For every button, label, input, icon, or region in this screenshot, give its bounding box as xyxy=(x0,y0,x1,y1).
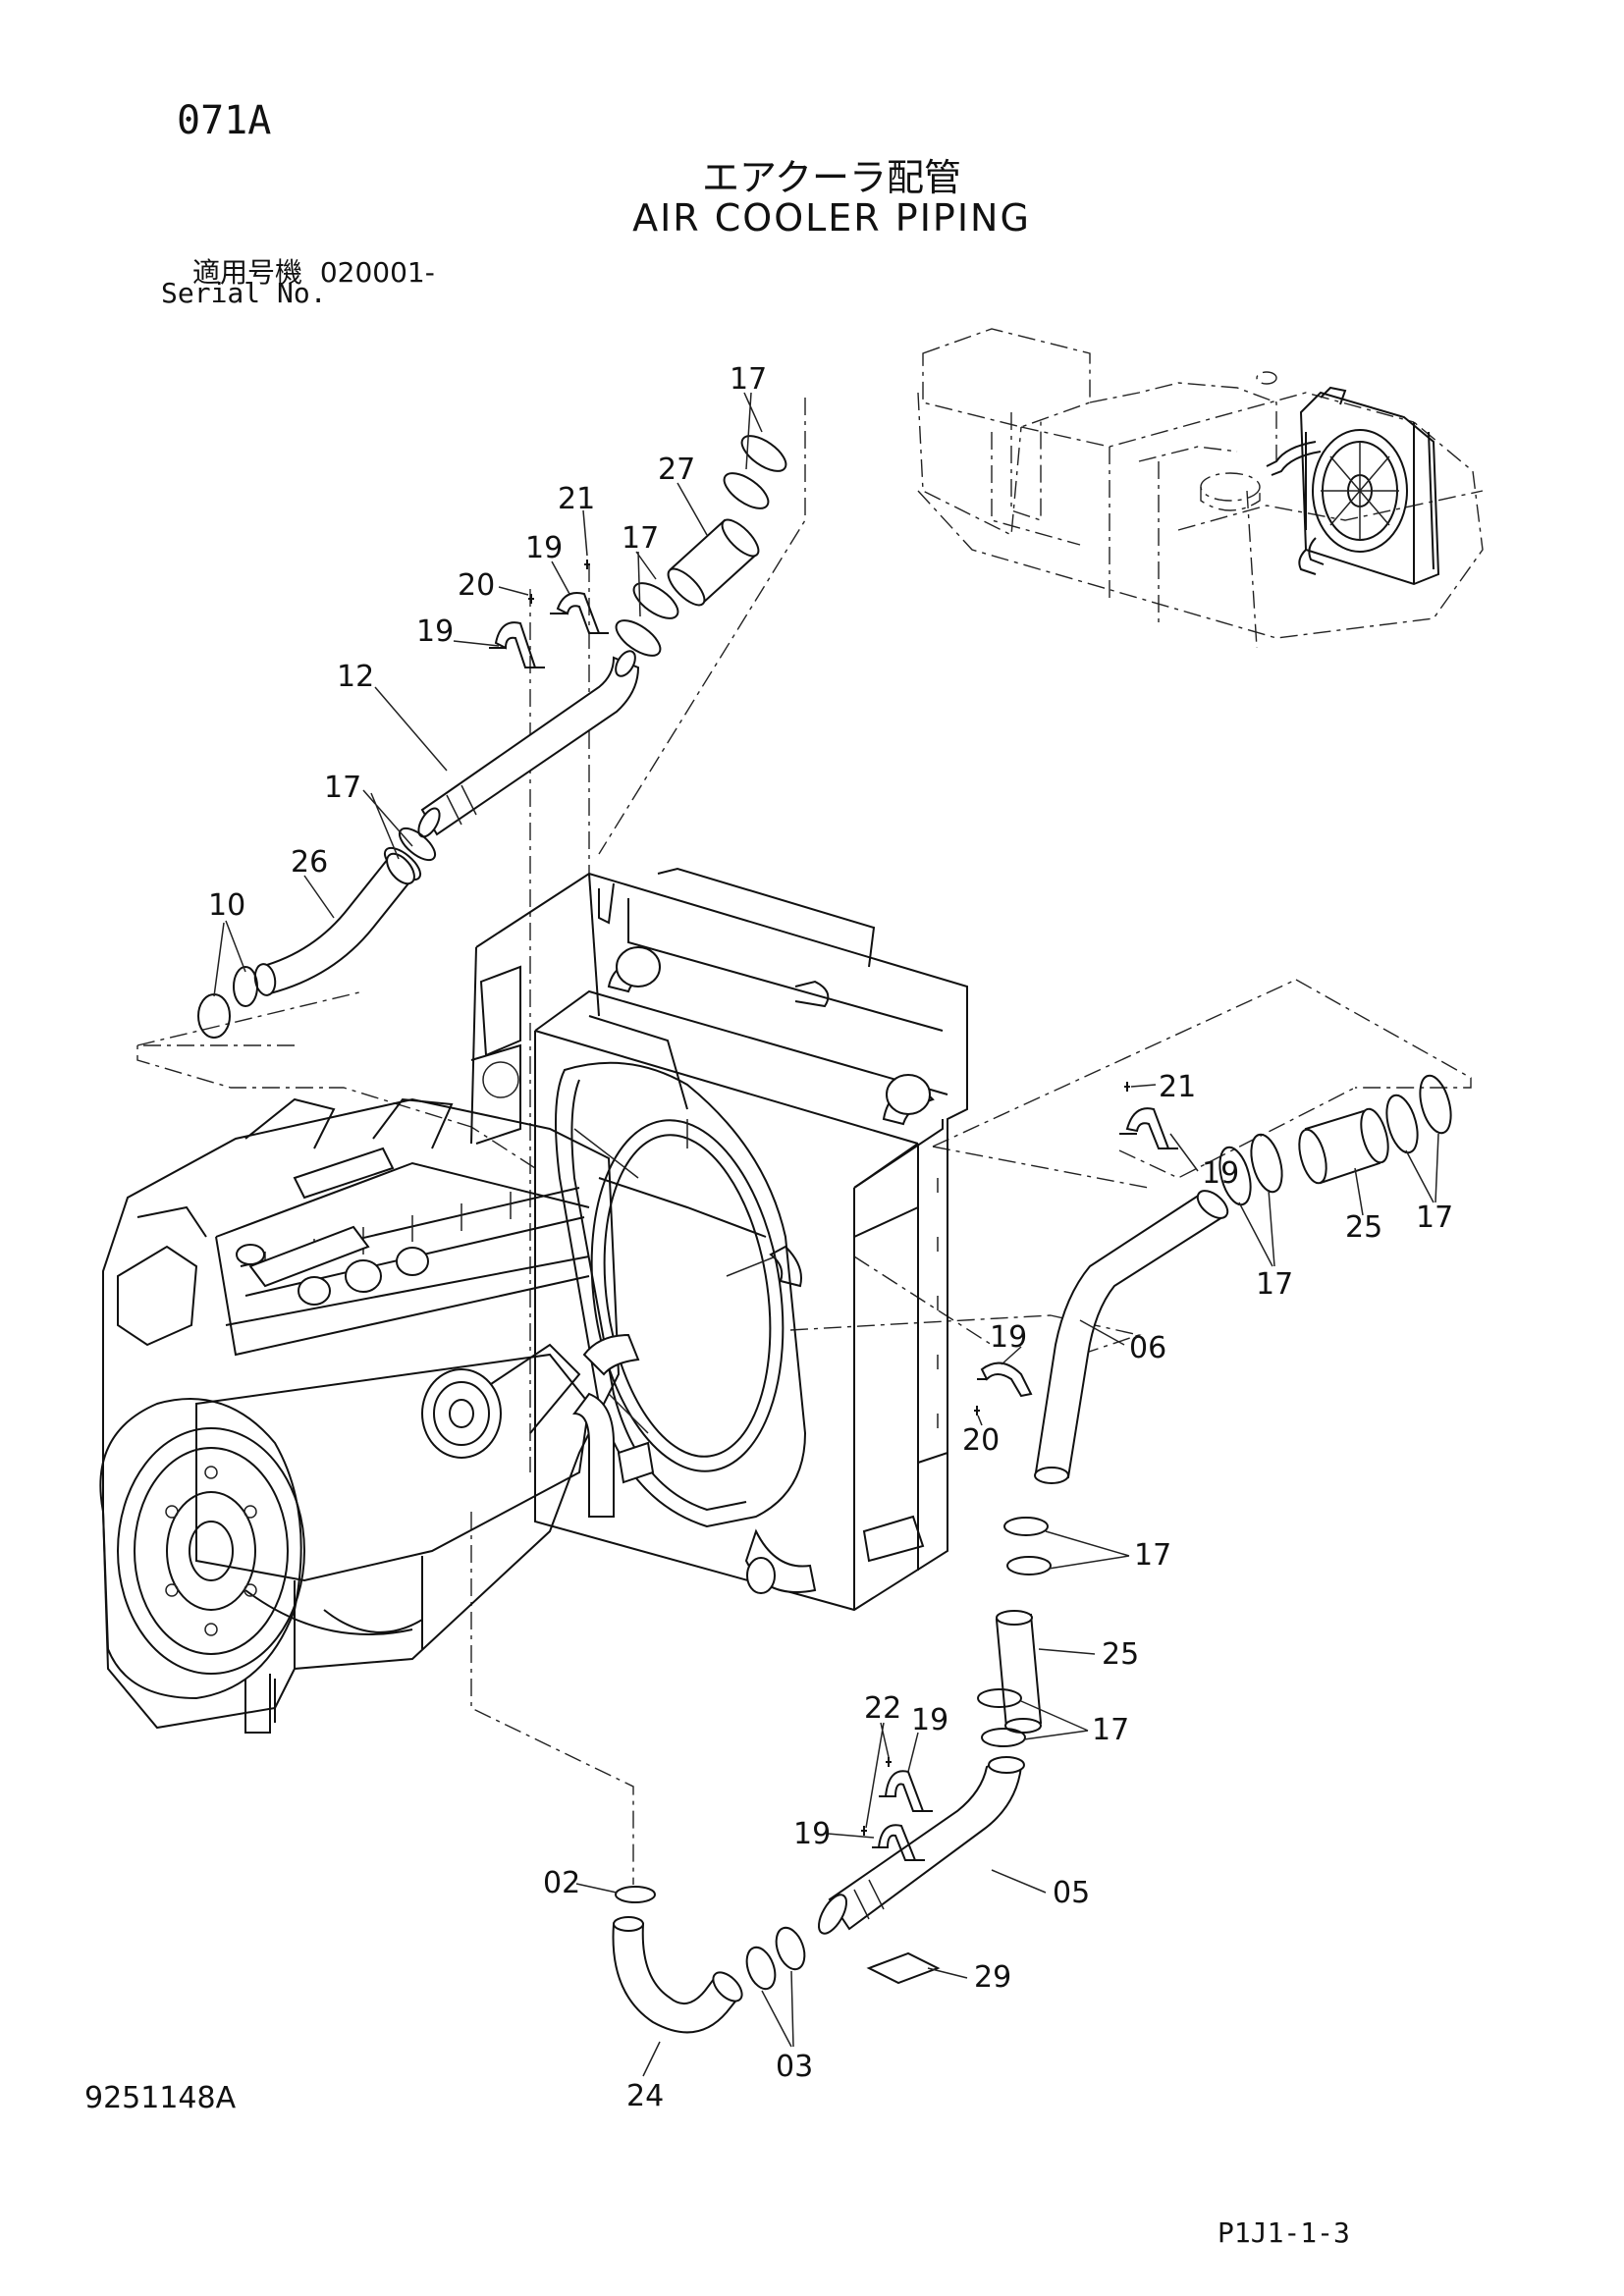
callout-05: 05 xyxy=(1053,1876,1090,1910)
callout-03: 03 xyxy=(776,2050,813,2084)
title-japanese: エアクーラ配管 xyxy=(701,156,962,199)
fan-shroud xyxy=(555,1061,807,1528)
callout-10: 10 xyxy=(208,888,245,923)
leader-lines xyxy=(213,392,1439,2077)
callout-17-left: 17 xyxy=(324,771,361,805)
callout-17-hose-a: 17 xyxy=(1134,1538,1171,1573)
callout-02: 02 xyxy=(543,1866,580,1900)
callout-20-mid-right: 20 xyxy=(962,1423,1000,1458)
callout-29: 29 xyxy=(974,1960,1011,1995)
brackets-top xyxy=(489,560,609,668)
hose-26 xyxy=(253,852,415,996)
callout-22: 22 xyxy=(864,1691,901,1726)
callout-12: 12 xyxy=(337,660,374,694)
machine-overview-inset xyxy=(917,328,1484,649)
callout-21-right: 21 xyxy=(1159,1070,1196,1104)
right-upper-parts xyxy=(1119,1074,1452,1206)
callout-19-low-a: 19 xyxy=(911,1703,948,1737)
bracket-mid-right xyxy=(974,1362,1033,1415)
engine-assembly xyxy=(99,1097,655,1734)
lower-right-parts xyxy=(977,1517,1052,1747)
brackets-lower xyxy=(861,1757,933,1861)
serial-value: 020001- xyxy=(319,256,435,289)
callout-24: 24 xyxy=(626,2079,664,2113)
page-code: 071A xyxy=(177,98,272,143)
clamps-10 xyxy=(197,966,258,1039)
callout-19-right: 19 xyxy=(1202,1156,1239,1191)
serial-label-jp: 適用号機 020001- xyxy=(192,251,435,291)
callout-27: 27 xyxy=(658,453,695,487)
callout-20-top: 20 xyxy=(458,568,495,603)
callout-19-top: 19 xyxy=(525,531,563,565)
radiator-core xyxy=(470,867,968,1612)
lower-left-parts xyxy=(612,1886,806,2034)
title-english: AIR COOLER PIPING xyxy=(632,196,1031,240)
hose-05 xyxy=(817,1756,1025,1985)
serial-label-en: Serial No. xyxy=(161,277,327,309)
callout-17-right-low: 17 xyxy=(1256,1267,1293,1302)
callout-numbers: 17 27 21 19 17 20 19 12 17 26 10 21 19 2… xyxy=(208,362,1453,2113)
callout-25-right: 25 xyxy=(1345,1210,1382,1245)
callout-25-low: 25 xyxy=(1102,1637,1139,1672)
callout-17-hose-b: 17 xyxy=(1092,1713,1129,1747)
pipe-12 xyxy=(417,650,640,838)
callout-19-low-b: 19 xyxy=(793,1817,831,1851)
callout-17-top: 17 xyxy=(730,362,767,397)
clamps-17-top xyxy=(383,435,787,881)
hose-27 xyxy=(667,518,760,607)
callout-26: 26 xyxy=(291,845,328,880)
serial-label-jp-text: 適用号機 xyxy=(192,256,303,289)
callout-17-far-right: 17 xyxy=(1416,1201,1453,1235)
drawing-number: 9251148A xyxy=(84,2081,237,2115)
callout-21-top: 21 xyxy=(558,482,595,516)
callout-06: 06 xyxy=(1129,1331,1166,1365)
callout-17-mid: 17 xyxy=(622,521,659,556)
hose-06 xyxy=(1034,1190,1229,1484)
callout-19-left: 19 xyxy=(416,614,454,649)
inset-radiator xyxy=(1266,386,1440,586)
callout-19-mid-right: 19 xyxy=(990,1320,1027,1355)
sheet-reference: P1J1-1-3 xyxy=(1218,2216,1350,2249)
